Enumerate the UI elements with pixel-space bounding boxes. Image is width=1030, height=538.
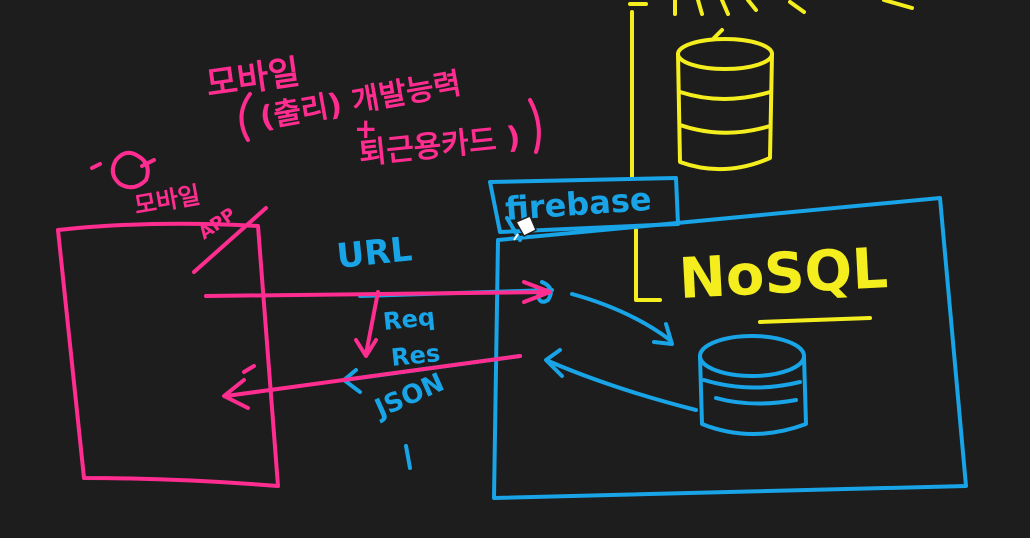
app-slash — [192, 206, 268, 274]
bracket-left — [239, 92, 252, 142]
mobile-app-label-ko: 모바일 — [132, 181, 202, 220]
arrow-from-db — [544, 348, 698, 412]
arrow-to-db — [570, 292, 674, 346]
server-box — [492, 196, 968, 500]
firebase-group — [342, 176, 968, 500]
yellow-vertical-line — [630, 10, 662, 302]
plus-sign: + — [354, 112, 377, 145]
response-arrow — [222, 354, 522, 410]
json-tick — [404, 444, 412, 470]
mobile-group — [56, 92, 552, 488]
bracket-right — [528, 98, 541, 154]
pen-cursor-icon — [513, 215, 537, 241]
after-work-card: 퇴근용카드 ) — [357, 120, 522, 172]
nosql-label: NoSQL — [677, 236, 889, 312]
rdbms-group — [628, 0, 914, 324]
req-down-arrow — [354, 290, 380, 358]
server-connector — [505, 216, 522, 242]
database-icon — [676, 28, 774, 172]
nosql-underline — [758, 316, 872, 324]
mobile-device-outline — [56, 221, 280, 488]
url-label: URL — [335, 229, 414, 277]
scribble-face-icon — [90, 150, 156, 190]
req-label: Req — [382, 303, 437, 336]
endpoint-circle — [536, 280, 553, 304]
database-icon — [698, 334, 808, 436]
yellow-top-scribble — [628, 0, 914, 16]
res-label: Res — [390, 339, 442, 372]
pink-tick — [242, 364, 256, 374]
